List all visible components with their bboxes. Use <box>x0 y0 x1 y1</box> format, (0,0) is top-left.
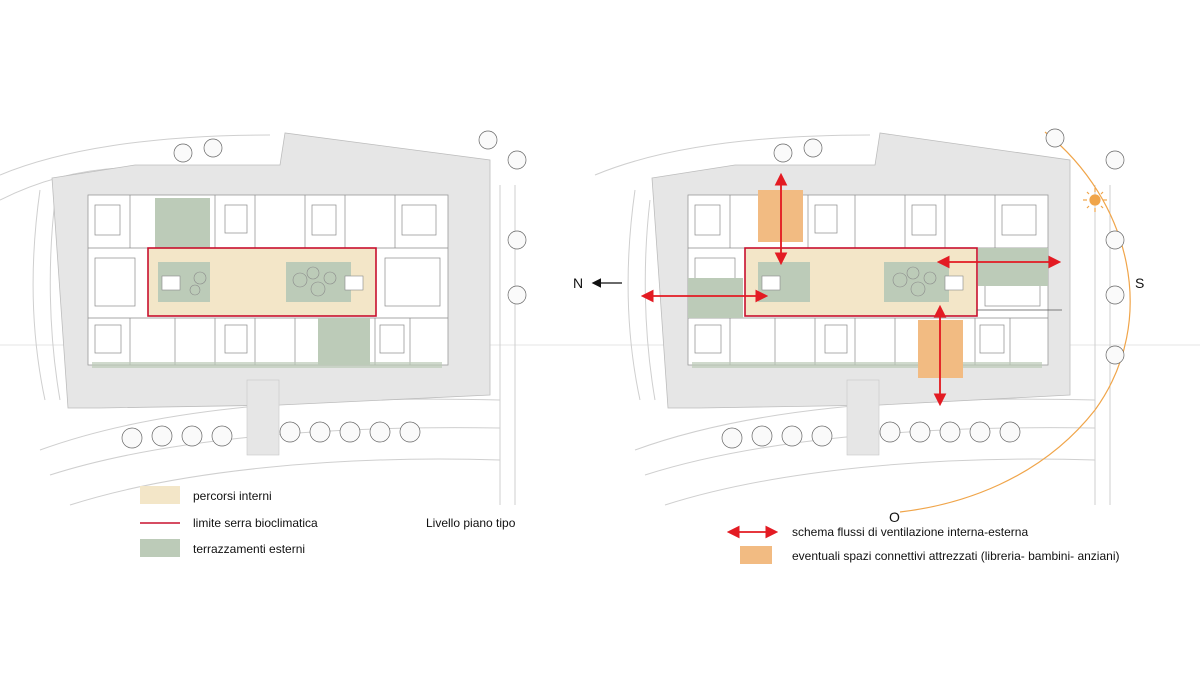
legend-label-connective: eventuali spazi connettivi attrezzati (l… <box>792 549 1120 563</box>
legend-swatch-percorsi <box>140 486 180 504</box>
plan-caption: Livello piano tipo <box>426 516 516 530</box>
compass-west-label: O <box>889 509 900 525</box>
legend-label-serra: limite serra bioclimatica <box>193 516 318 530</box>
legend-swatch-terrazzamenti <box>140 539 180 557</box>
compass-south-label: S <box>1135 275 1145 291</box>
left-site-plan <box>0 130 527 506</box>
legend-label-percorsi: percorsi interni <box>193 489 272 503</box>
legend-label-flow: schema flussi di ventilazione interna-es… <box>792 525 1029 539</box>
legend-swatch-connective <box>740 546 772 564</box>
sun-icon <box>1083 188 1107 212</box>
sun-path-curve <box>899 131 1131 513</box>
ventilation-flow-arrows <box>640 172 1062 407</box>
right-site-plan <box>591 128 1131 513</box>
compass-north-label: N <box>573 275 584 291</box>
legend-label-terrazzamenti: terrazzamenti esterni <box>193 542 306 556</box>
